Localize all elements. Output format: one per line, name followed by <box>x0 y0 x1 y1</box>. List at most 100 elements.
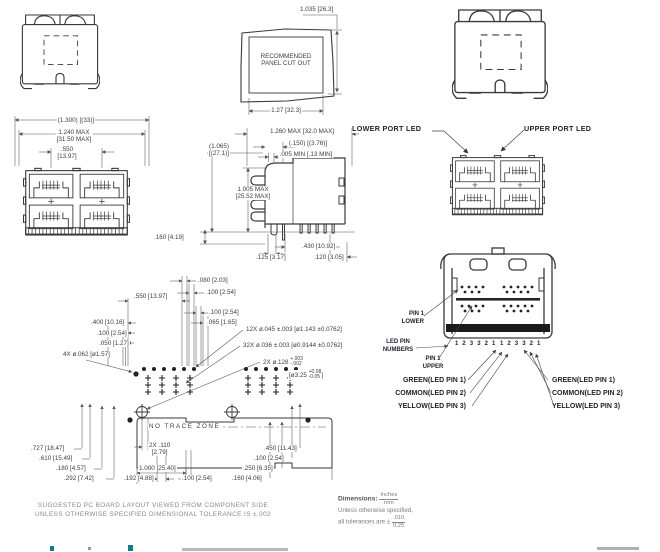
dim-pcb-mount-holes: 4X ø.062 [ø1.57] <box>62 351 111 359</box>
panel-cutout-label-l1: RECOMMENDED <box>260 53 312 60</box>
legend-right-green: GREEN(LED PIN 1) <box>552 377 616 384</box>
led-legend-left: GREEN(LED PIN 1) COMMON(LED PIN 2) YELLO… <box>384 374 466 413</box>
dim-pcb-727: .727 [18.47] <box>30 445 66 453</box>
dim-front-pitch: .550 [13.97] <box>56 146 78 160</box>
dimension-note-mm: mm <box>384 499 394 506</box>
rear-view-top-left <box>20 2 100 108</box>
dim-pcb-post-mm-minus: -0.05 <box>308 374 321 381</box>
dim-cutout-width: 1.27 [32.3] <box>270 107 302 115</box>
legend-left-yellow: YELLOW(LED PIN 3) <box>397 403 466 410</box>
dim-side-panel-min: .005 MIN [.13 MIN] <box>278 151 334 159</box>
dim-pcb-050: .050 [1.27] <box>98 340 130 348</box>
dim-front-width-max: 1.240 MAX [31.50 MAX] <box>55 129 93 143</box>
legend-right-common: COMMON(LED PIN 2) <box>552 390 623 397</box>
dim-pcb-550: .550 [13.97] <box>133 293 169 301</box>
dim-pcb-180: .180 [4.57] <box>55 465 87 473</box>
dim-side-flange: (.150) [(3.76)] <box>287 140 329 148</box>
dim-pcb-400: .400 [10.16] <box>90 319 126 327</box>
lower-port-led-label: LOWER PORT LED <box>352 124 422 134</box>
legend-left-green: GREEN(LED PIN 1) <box>402 377 466 384</box>
board-layout-note-l2: UNLESS OTHERWISE SPECIFIED DIMENSIONAL T… <box>35 511 271 519</box>
dim-pcb-065: .065 [1.65] <box>206 319 238 327</box>
pin1-lower-l2: LOWER <box>401 318 424 325</box>
dim-side-standoff: .160 [4.19] <box>153 234 185 242</box>
dim-pcb-post: 2X ø.128 +.003-.002 <box>262 356 304 368</box>
dimension-note-title: Dimensions: <box>338 495 378 503</box>
dim-front-pitch-in: .550 <box>60 146 74 153</box>
dim-side-height-max-in: 1.005 MAX <box>237 186 269 193</box>
dim-side-depth-max: 1.260 MAX [32.0 MAX] <box>268 128 336 136</box>
board-layout-note-l1: SUGGESTED PC BOARD LAYOUT VIEWED FROM CO… <box>37 502 269 509</box>
dim-side-pin-field: .430 [10.92] <box>301 243 337 251</box>
rear-view-top-right <box>452 4 548 112</box>
dim-pcb-100d: .100 [2.54] <box>181 475 213 483</box>
dim-pcb-led-holes: 12X ø.045 ±.003 [ø1.143 ±0.0762] <box>245 326 343 334</box>
dim-pcb-100b: .100 [2.54] <box>208 309 240 317</box>
dim-front-width-max-mm: [31.50 MAX] <box>56 136 92 143</box>
dimension-note-tol-in: .010 <box>391 515 406 523</box>
dim-pcb-100c: .100 [2.54] <box>96 330 128 338</box>
dim-pcb-1000: 1.000 [25.40] <box>138 465 177 473</box>
led-pin-l2: NUMBERS <box>382 346 414 353</box>
dim-pcb-292: .292 [7.42] <box>63 475 95 483</box>
dim-pcb-post-mm-pre: [ø3.25 <box>289 371 307 379</box>
dim-side-height-max-mm: [25.52 MAX] <box>235 193 271 200</box>
dim-pcb-signal-holes: 32X ø.036 ±.003 [ø0.9144 ±0.0762] <box>242 342 344 350</box>
footer-crop-mark <box>128 545 133 551</box>
dim-pcb-post-pre: 2X ø.128 <box>263 358 289 366</box>
pin1-upper-l2: UPPER <box>422 363 444 370</box>
dim-pcb-250: .250 [6.35] <box>242 465 274 473</box>
footer-crop-mark <box>50 546 54 551</box>
dim-pcb-192: .192 [4.88] <box>123 475 155 483</box>
panel-cutout-drawing <box>240 14 342 115</box>
dim-front-width-max-in: 1.240 MAX <box>58 129 90 136</box>
dim-pcb-110: 2X .110 [2.79] <box>148 442 172 456</box>
dimension-note-l2: Unless otherwise specified, <box>338 507 413 514</box>
dim-pcb-110-l1: 2X .110 <box>149 442 171 449</box>
dim-pcb-160: .160 [4.06] <box>231 475 263 483</box>
panel-cutout-label: RECOMMENDED PANEL CUT OUT <box>260 53 313 67</box>
dim-pcb-post-mm: [ø3.25 +0.08-0.05] <box>288 369 325 381</box>
dim-side-height-max: 1.005 MAX [25.52 MAX] <box>234 186 272 200</box>
footer-crop-mark <box>88 547 91 550</box>
front-view-right <box>432 129 545 216</box>
dim-side-tail: .120 [3.05] <box>313 254 345 262</box>
dim-pcb-610: .610 [15.49] <box>38 455 74 463</box>
dim-side-height-ref-in: (1.065) <box>209 143 229 150</box>
dim-pcb-post-plus: +.003 <box>290 356 303 362</box>
dimension-note-l3: all tolerances are ± <box>338 518 391 526</box>
footer-crop-mark <box>597 547 639 550</box>
pin1-lower-label: PIN 1 LOWER <box>396 311 424 326</box>
dim-front-pitch-mm: [13.97] <box>57 153 77 160</box>
dim-side-pin-length: .125 [3.17] <box>255 254 287 262</box>
led-pin-numbers-label: LED PIN NUMBERS <box>378 339 418 354</box>
panel-cutout-label-l2: PANEL CUT OUT <box>261 60 311 67</box>
pin-numbers-left: 1 2 3 3 2 1 <box>454 341 498 347</box>
bottom-view-drawing <box>415 247 556 407</box>
legend-right-yellow: YELLOW(LED PIN 3) <box>552 403 621 410</box>
dim-pcb-100e: .100 [2.54] <box>253 455 285 463</box>
upper-port-led-label: UPPER PORT LED <box>524 124 592 134</box>
dim-side-height-ref: (1.065) [(27.1)] <box>208 143 230 157</box>
dim-pcb-100a: .100 [2.54] <box>205 289 237 297</box>
dim-pcb-post-mm-close: ] <box>321 371 324 379</box>
pin1-lower-l1: PIN 1 <box>408 311 424 317</box>
led-legend-right: GREEN(LED PIN 1) COMMON(LED PIN 2) YELLO… <box>552 374 623 413</box>
led-pin-l1: LED PIN <box>386 339 410 345</box>
dim-pcb-450: .450 [11.43] <box>263 445 298 453</box>
dim-pcb-080: .080 [2.03] <box>197 277 229 285</box>
pin1-upper-l1: PIN 1 <box>425 356 441 362</box>
dimension-note-tol-mm: 0,25 <box>392 522 405 529</box>
dim-front-overall: (1.300) [(33)] <box>56 117 96 125</box>
dim-side-height-ref-mm: [(27.1)] <box>209 150 229 157</box>
pin1-upper-label: PIN 1 UPPER <box>420 356 446 371</box>
dim-pcb-post-mm-plus: +0.08 <box>308 369 322 375</box>
pin-numbers-right: 1 2 3 3 2 1 <box>499 341 543 347</box>
footer-crop-mark <box>182 548 288 551</box>
board-layout-note: SUGGESTED PC BOARD LAYOUT VIEWED FROM CO… <box>35 501 271 520</box>
legend-left-common: COMMON(LED PIN 2) <box>395 390 466 397</box>
dim-cutout-height: 1.035 [26.3] <box>299 6 335 14</box>
no-trace-zone-label: NO TRACE ZONE <box>148 423 222 431</box>
